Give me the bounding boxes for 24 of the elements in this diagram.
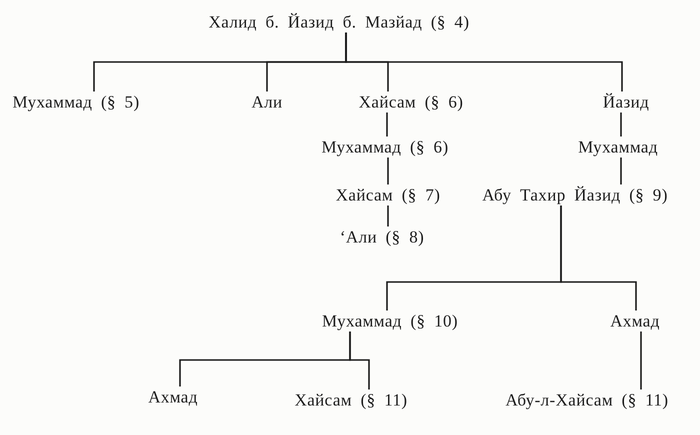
connector-line (386, 112, 388, 136)
person-name: Абу Тахир Йазид (§ 9) (482, 184, 668, 206)
connector-line (345, 32, 623, 92)
connector-line (387, 158, 389, 184)
person-name: Мухаммад (§ 10) (322, 310, 458, 332)
person-name: Ахмад (148, 386, 198, 408)
connector-line (560, 206, 637, 310)
person-name: ʻАли (§ 8) (340, 226, 424, 248)
person-name: Йазид (602, 92, 650, 112)
person-name: Мухаммад (§ 6) (321, 136, 449, 158)
connector-line (349, 332, 370, 390)
person-name: Хайсам (§ 6) (358, 92, 464, 112)
connector-line (640, 332, 642, 390)
person-name: Мухаммад (578, 136, 658, 158)
person-name: Али (251, 92, 283, 112)
connector-line (387, 206, 389, 226)
person-name: Абу-л-Хайсам (§ 11) (506, 390, 668, 410)
person-name: Хайсам (§ 7) (336, 184, 440, 206)
connector-line (620, 112, 622, 136)
person-name: Халид б. Йазид б. Мазйад (§ 4) (208, 12, 470, 32)
person-name: Ахмад (610, 310, 660, 332)
person-name: Хайсам (§ 11) (294, 390, 408, 410)
connector-line (620, 158, 622, 184)
person-name: Мухаммад (§ 5) (12, 92, 140, 112)
